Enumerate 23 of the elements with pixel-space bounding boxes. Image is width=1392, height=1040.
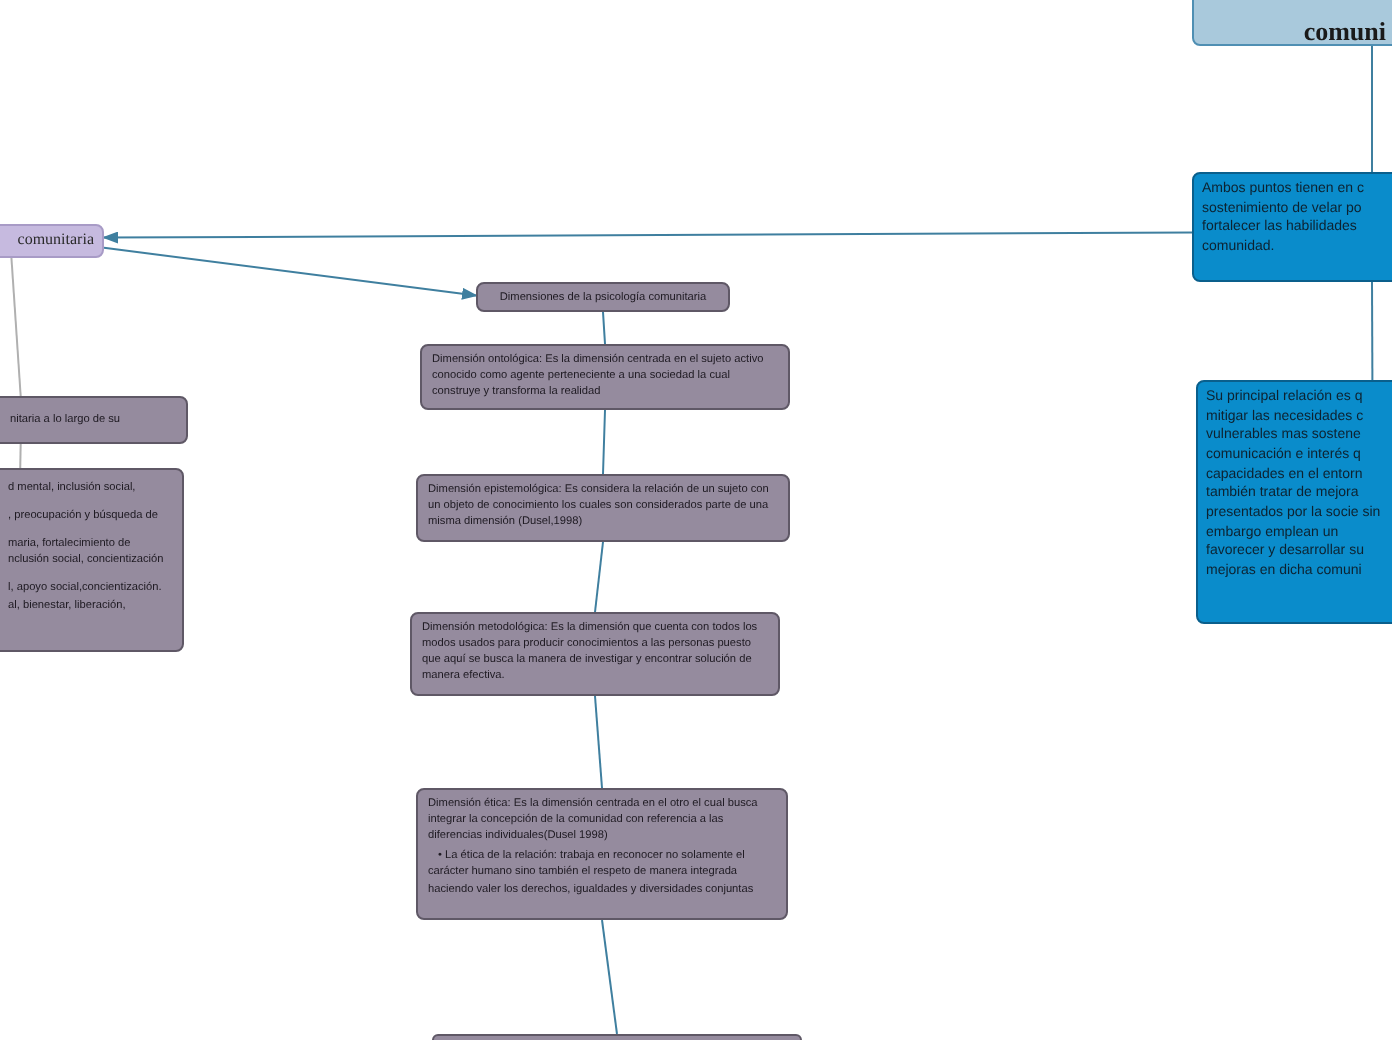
arrow xyxy=(103,246,478,300)
topic-box xyxy=(476,282,730,312)
topic-box xyxy=(0,396,188,444)
topic-box xyxy=(416,788,788,920)
topic-box xyxy=(410,612,780,696)
connector-line xyxy=(602,311,606,345)
topic-box xyxy=(420,344,790,410)
arrow xyxy=(102,231,1193,244)
connector-line xyxy=(601,919,618,1035)
connector-line xyxy=(1371,45,1373,173)
connector-line xyxy=(602,409,606,475)
connector-line xyxy=(19,443,22,469)
connector-line xyxy=(1371,281,1374,381)
node-text: comunitaria xyxy=(15,230,94,248)
topic-box xyxy=(0,468,184,652)
connector-line xyxy=(10,257,22,397)
connector-line xyxy=(594,541,604,613)
title-text: comuni xyxy=(1301,16,1386,44)
topic-box xyxy=(1192,172,1392,282)
topic-box xyxy=(416,474,790,542)
topic-box xyxy=(0,224,104,258)
topic-box xyxy=(1196,380,1392,624)
connector-line xyxy=(594,695,603,789)
